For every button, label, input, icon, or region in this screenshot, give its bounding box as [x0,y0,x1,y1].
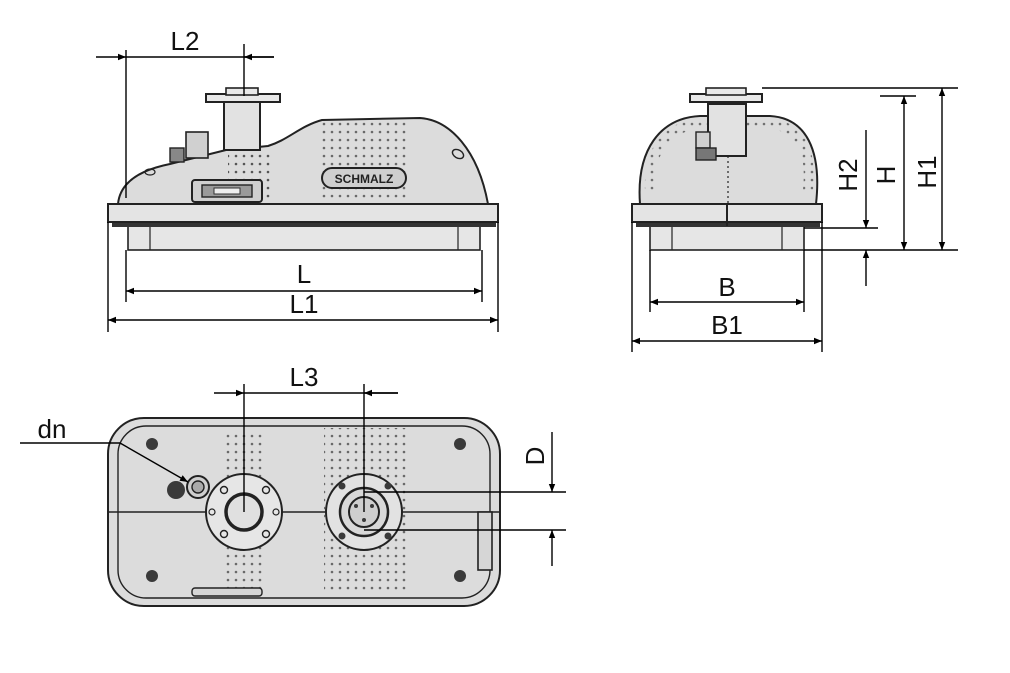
schmalz-logo [321,167,407,189]
top-side-slot [477,511,493,571]
top-dimensions: L3 dn D [20,362,566,566]
top-connector-dark [167,481,185,499]
label-l2: L2 [171,26,200,56]
front-suction-pipe [223,99,261,151]
front-dimensions: L2 L L1 [96,26,499,332]
front-view: SCHMALZ [107,87,499,251]
side-connector [695,147,717,161]
screw-top-right [454,438,466,450]
side-lower-plate [649,225,805,251]
label-b: B [718,272,735,302]
front-gasket [112,222,496,227]
side-dimensions: B B1 H2 H H1 [631,87,958,352]
front-oval-mark [451,148,465,160]
label-dn: dn [38,414,67,444]
screw-bottom-left [146,570,158,582]
schmalz-logo-text: SCHMALZ [335,172,394,186]
label-d: D [520,447,550,466]
front-connector [169,147,185,163]
front-base-plate [107,203,499,223]
label-l1: L1 [290,289,319,319]
side-view [631,87,823,251]
front-lower-plate [127,225,481,251]
label-h2: H2 [833,158,863,191]
screw-top-left [146,438,158,450]
side-valve-block [695,131,711,149]
label-b1: B1 [711,310,743,340]
top-view [107,417,501,607]
side-housing [638,115,819,205]
screw-bottom-right [454,570,466,582]
label-h1: H1 [912,155,942,188]
front-dot-area-right [322,122,408,202]
label-l: L [297,259,311,289]
label-h: H [871,166,901,185]
label-l3: L3 [290,362,319,392]
front-valve-block [185,131,209,159]
